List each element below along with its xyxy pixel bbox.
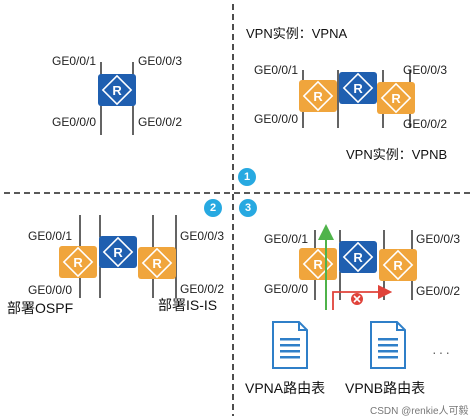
q2-router-icon [338,71,378,105]
blocked-icon [351,293,363,305]
q2-port-bl: GE0/0/0 [254,112,299,126]
step-badge-3 [239,199,257,217]
step-number-2: 2 [209,202,217,214]
q3-isis-router-icon [137,246,177,280]
q4-vpnb-router-icon [378,248,418,282]
q2-port-br: GE0/0/2 [403,117,448,131]
q1-port-tl: GE0/0/1 [52,54,97,68]
vpna-route-table-icon [272,321,308,369]
q4-vpna-router-icon [298,247,338,281]
step-badge-2 [204,199,222,217]
q2-vpnb-label: VPN实例：VPNB [346,147,448,162]
q4-port-tl: GE0/0/1 [264,232,309,246]
q1-port-tr: GE0/0/3 [138,54,183,68]
q3-port-tr: GE0/0/3 [180,229,225,243]
more-ellipsis: ··· [432,344,452,360]
step-badge-1 [238,168,256,186]
step-number-3: 3 [244,202,252,214]
q1-router-icon [97,73,137,107]
vpnb-route-table-icon [370,321,406,369]
q2-vpna-label: VPN实例：VPNA [246,26,348,41]
q3-port-bl: GE0/0/0 [28,283,73,297]
q4-port-bl: GE0/0/0 [264,282,309,296]
q2-port-tr: GE0/0/3 [403,63,448,77]
q3-port-tl: GE0/0/1 [28,229,73,243]
q3-port-br: GE0/0/2 [180,282,225,296]
q3-router-icon [98,235,138,269]
q4-port-tr: GE0/0/3 [416,232,461,246]
vpna-route-table-label: VPNA路由表 [245,380,326,396]
deploy-ospf-label: 部署OSPF [7,300,74,316]
vpnb-route-table-label: VPNB路由表 [345,380,426,396]
q2-port-tl: GE0/0/1 [254,63,299,77]
step-number-1: 1 [243,171,251,183]
q1-port-bl: GE0/0/0 [52,115,97,129]
red-arrow [332,284,393,310]
q2-vpna-router-icon [298,79,338,113]
q4-router-icon [338,240,378,274]
q1-port-br: GE0/0/2 [138,115,183,129]
watermark: CSDN @renkie人可毅 [370,406,469,417]
q4-port-br: GE0/0/2 [416,284,461,298]
q3-ospf-router-icon [58,245,98,279]
q2-vpnb-router-icon [376,81,416,115]
deploy-isis-label: 部署IS-IS [158,297,218,313]
